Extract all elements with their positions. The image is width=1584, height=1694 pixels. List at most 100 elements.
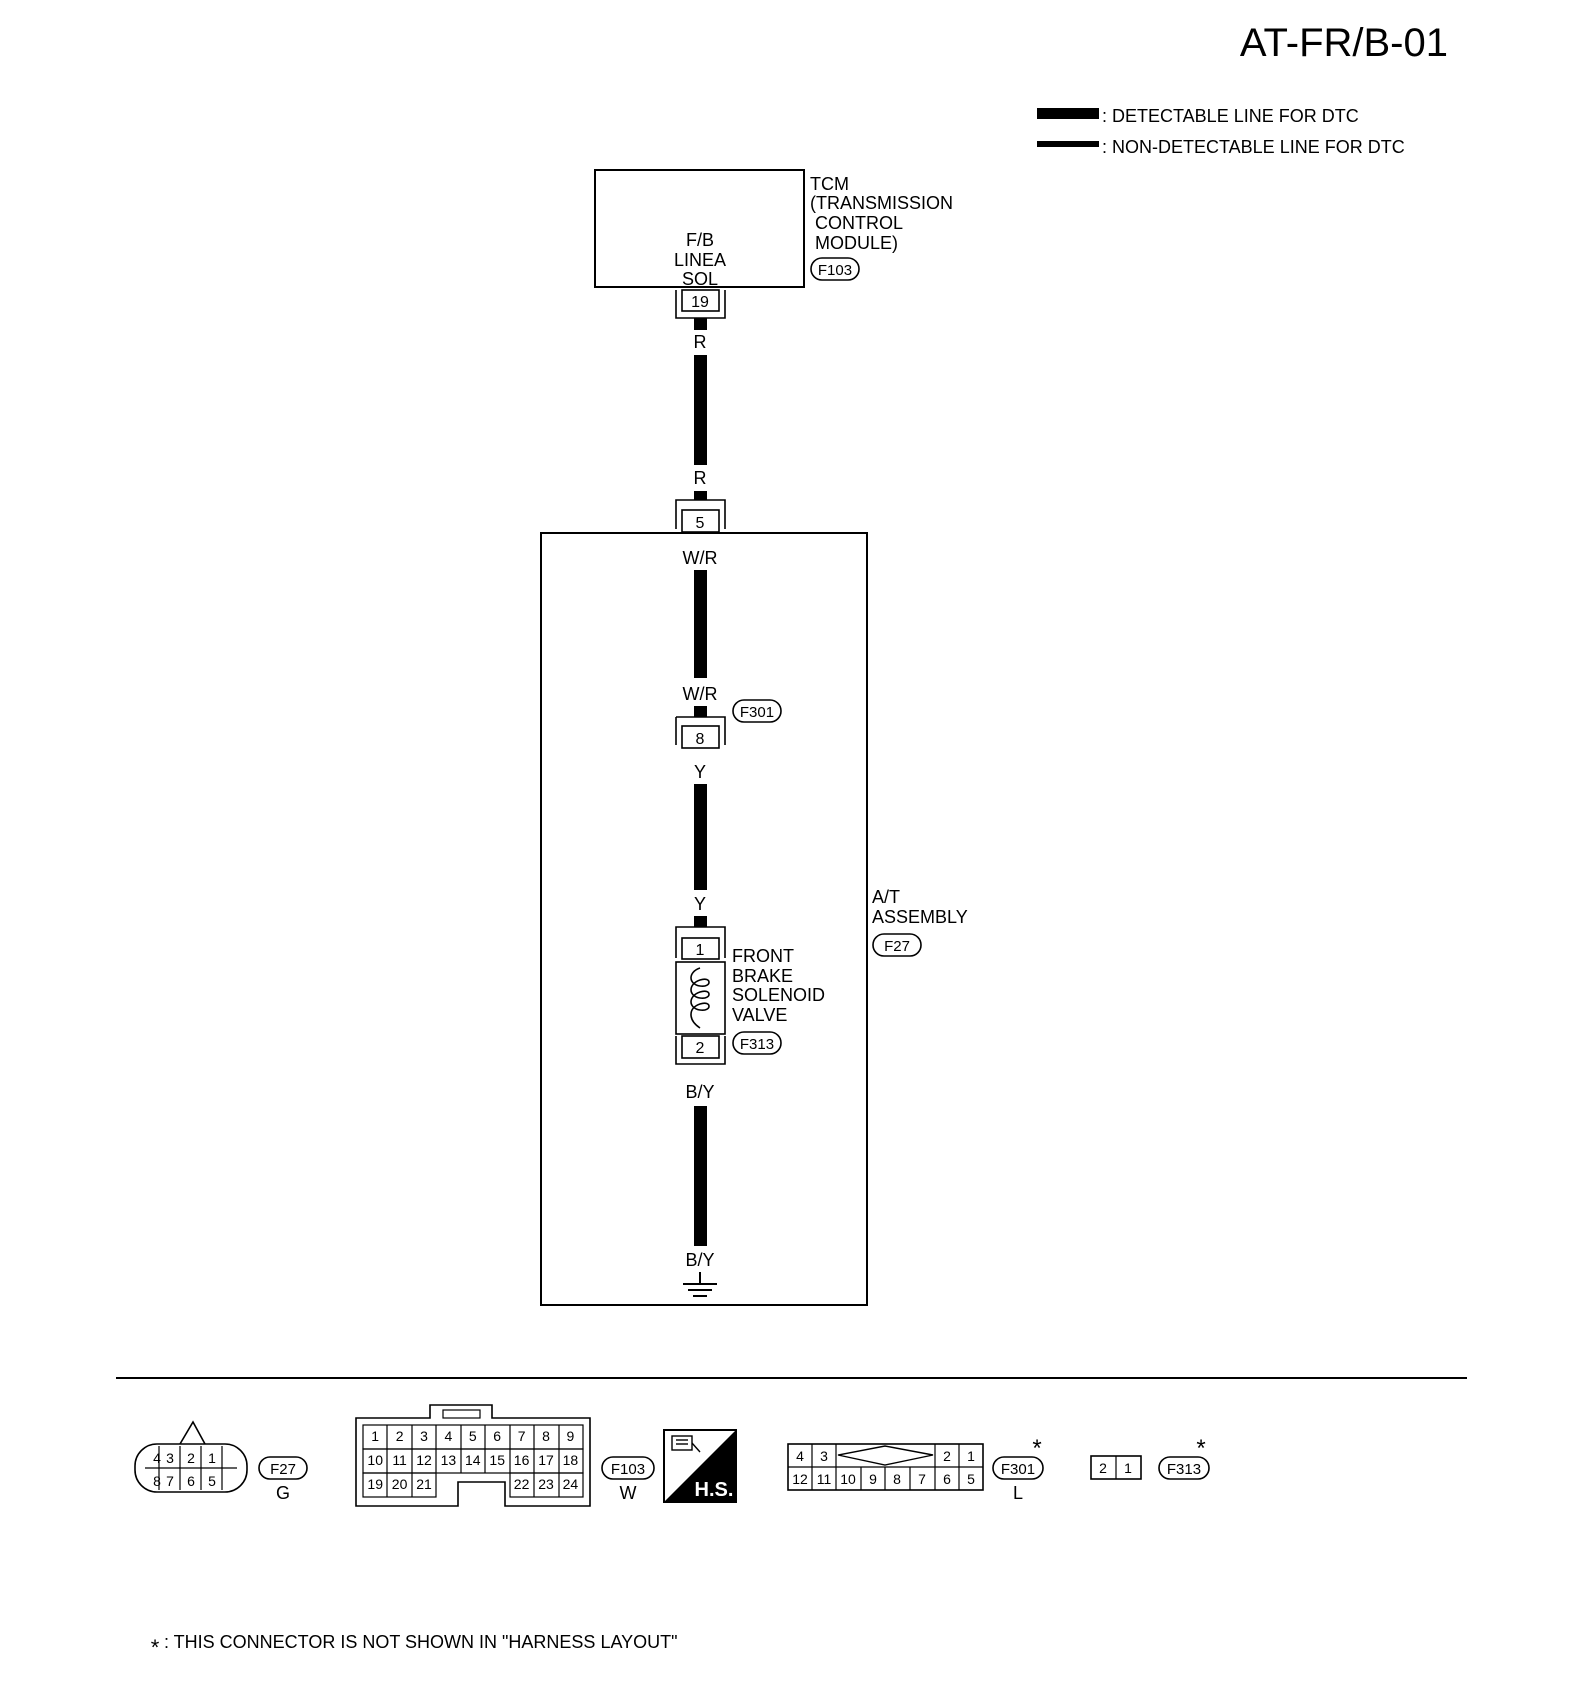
valve-name-2: BRAKE — [732, 966, 793, 986]
f103-pin: 4 — [445, 1428, 453, 1444]
tcm-connector-tag: F103 — [818, 262, 852, 279]
wire-by — [694, 1106, 707, 1246]
f301-pin: 8 — [893, 1471, 901, 1487]
at-assembly-connector-tag-box — [872, 933, 922, 957]
valve-terminal-out-box — [681, 1035, 720, 1059]
solenoid-coil-icon — [690, 967, 710, 1029]
tcm-name-4: MODULE) — [810, 233, 898, 253]
f301-pin: 3 — [820, 1448, 828, 1464]
f301-color: L — [1013, 1483, 1023, 1503]
harness-side-symbol: H.S. — [663, 1429, 737, 1503]
tcm-terminal-number: 19 — [691, 294, 709, 311]
page-title: AT-FR/B-01 — [1240, 21, 1448, 65]
connector-plug-icon — [671, 1435, 701, 1453]
valve-name-1: FRONT — [732, 946, 794, 966]
f27-pin: 7 — [166, 1473, 174, 1489]
f301-star: * — [1032, 1435, 1041, 1462]
f103-pin: 11 — [392, 1452, 407, 1468]
legend-non-detectable-swatch — [1037, 141, 1099, 147]
f301-pin: 7 — [918, 1471, 926, 1487]
f27-pin: 6 — [187, 1473, 195, 1489]
f103-pin: 5 — [469, 1428, 477, 1444]
f27-pin: 8 — [153, 1473, 161, 1489]
f103-pin: 9 — [567, 1428, 575, 1444]
f27-pin: 5 — [208, 1473, 216, 1489]
connector-face-f27: 4 3 2 1 8 7 6 5 F27 G — [134, 1420, 308, 1503]
f301-terminal-box — [681, 725, 720, 749]
wire-color-valve-out: B/Y — [685, 1082, 714, 1102]
wire-stub-tcm — [694, 318, 707, 330]
tcm-terminal-label-3: SOL — [682, 269, 718, 289]
f103-pin: 23 — [538, 1476, 554, 1492]
legend-detectable-label: : DETECTABLE LINE FOR DTC — [1102, 106, 1359, 126]
f103-housing — [355, 1404, 591, 1507]
valve-terminal-in-box — [681, 937, 720, 960]
f103-pin: 7 — [518, 1428, 526, 1444]
f27-pin: 1 — [208, 1450, 216, 1466]
tcm-terminal-label-1: F/B — [686, 230, 714, 250]
footnote-text: : THIS CONNECTOR IS NOT SHOWN IN "HARNES… — [164, 1632, 678, 1652]
valve-connector-tag: F313 — [740, 1036, 774, 1053]
hs-label: H.S. — [695, 1479, 734, 1501]
f103-pin: 8 — [542, 1428, 550, 1444]
f313-face-tag: F313 — [1167, 1461, 1201, 1478]
valve-name-3: SOLENOID — [732, 985, 825, 1005]
f103-pin: 10 — [367, 1452, 383, 1468]
f103-pin: 1 — [371, 1428, 379, 1444]
wire-color-ground: B/Y — [685, 1250, 714, 1270]
f301-pin: 5 — [967, 1471, 975, 1487]
valve-top-bracket — [675, 926, 726, 958]
wire-stub-asm — [694, 491, 707, 500]
f103-pin-grid — [362, 1424, 584, 1498]
wire-y — [694, 784, 707, 890]
f103-tag-box — [601, 1456, 655, 1480]
f103-pin: 22 — [514, 1476, 530, 1492]
f103-color: W — [620, 1483, 637, 1503]
wire-color-f301-out: Y — [694, 762, 706, 782]
connector-face-f301: 4 3 2 1 12 11 10 9 8 7 6 5 * F301 L — [787, 1435, 1044, 1503]
f103-pin: 24 — [563, 1476, 579, 1492]
tcm-box — [594, 169, 805, 288]
legend: : DETECTABLE LINE FOR DTC : NON-DETECTAB… — [1037, 106, 1405, 157]
f301-pin: 1 — [967, 1448, 975, 1464]
at-assembly-connector-tag: F27 — [884, 938, 910, 955]
connector-face-f313: 2 1 * F313 — [1090, 1435, 1210, 1480]
f313-pin: 2 — [1099, 1460, 1107, 1476]
tcm-module: F/B LINEA SOL TCM (TRANSMISSION CONTROL … — [594, 169, 953, 319]
f27-color: G — [276, 1483, 290, 1503]
f27-pin: 2 — [187, 1450, 195, 1466]
f27-key — [179, 1420, 206, 1445]
at-assembly-name-2: ASSEMBLY — [872, 907, 968, 927]
f301-pin: 10 — [840, 1471, 856, 1487]
f301-inline-connector: 8 F301 — [675, 699, 782, 749]
valve-bottom-bracket — [675, 1036, 726, 1065]
wire-r — [694, 355, 707, 465]
f301-connector-tag-box — [732, 699, 782, 723]
tcm-terminal-label-2: LINEA — [674, 250, 726, 270]
valve-connector-tag-box — [732, 1031, 782, 1055]
wire-wr — [694, 570, 707, 678]
f27-pin: 4 — [153, 1450, 161, 1466]
f313-pin: 1 — [1124, 1460, 1132, 1476]
valve-terminal-in-number: 1 — [696, 942, 705, 959]
footnote-star: * — [151, 1635, 160, 1660]
f301-pin: 11 — [817, 1471, 832, 1487]
f103-pin: 12 — [416, 1452, 432, 1468]
at-assembly-terminal-bracket — [675, 499, 726, 529]
wire-color-asm-inside: W/R — [683, 548, 718, 568]
f27-tag-box — [258, 1456, 308, 1480]
at-assembly-terminal-number: 5 — [696, 515, 705, 532]
at-assembly-terminal-box — [681, 509, 720, 533]
f313-star: * — [1196, 1435, 1205, 1462]
f313-face-tag-box — [1158, 1456, 1210, 1480]
wire-color-valve-in: Y — [694, 894, 706, 914]
valve-terminal-out-number: 2 — [696, 1040, 705, 1057]
wire-stub-f301-in — [694, 706, 707, 717]
hs-diagonal-fill — [664, 1430, 736, 1502]
f103-pin: 15 — [489, 1452, 505, 1468]
f103-tag: F103 — [611, 1461, 645, 1478]
valve-name-4: VALVE — [732, 1005, 787, 1025]
tcm-connector-tag-box — [810, 257, 860, 281]
